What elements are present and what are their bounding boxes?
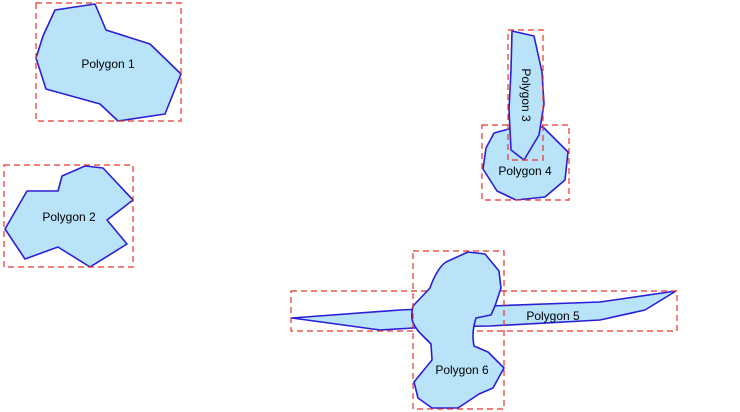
polygon-1-bounding-box — [35, 2, 182, 122]
polygon-3-label: Polygon 3 — [519, 68, 533, 122]
polygon-1-label: Polygon 1 — [81, 57, 135, 71]
polygon-1-shape[interactable] — [35, 3, 182, 122]
polygon-3-group: Polygon 3 — [507, 29, 545, 161]
polygon-6-bounding-box — [412, 250, 505, 410]
polygon-4-label: Polygon 4 — [498, 164, 552, 178]
polygon-6-shape[interactable] — [410, 251, 505, 409]
polygon-3-shape[interactable] — [508, 30, 545, 161]
polygon-6-label: Polygon 6 — [435, 363, 489, 377]
polygon-2-bounding-box — [3, 164, 134, 268]
polygon-2-label: Polygon 2 — [42, 210, 96, 224]
polygon-4-group: Polygon 4 — [481, 124, 570, 201]
polygon-6-group: Polygon 6 — [410, 250, 505, 410]
polygon-5-label: Polygon 5 — [526, 309, 580, 323]
polygon-3-bounding-box — [507, 29, 544, 161]
polygon-2-group: Polygon 2 — [3, 164, 134, 268]
polygon-1-group: Polygon 1 — [35, 2, 182, 122]
